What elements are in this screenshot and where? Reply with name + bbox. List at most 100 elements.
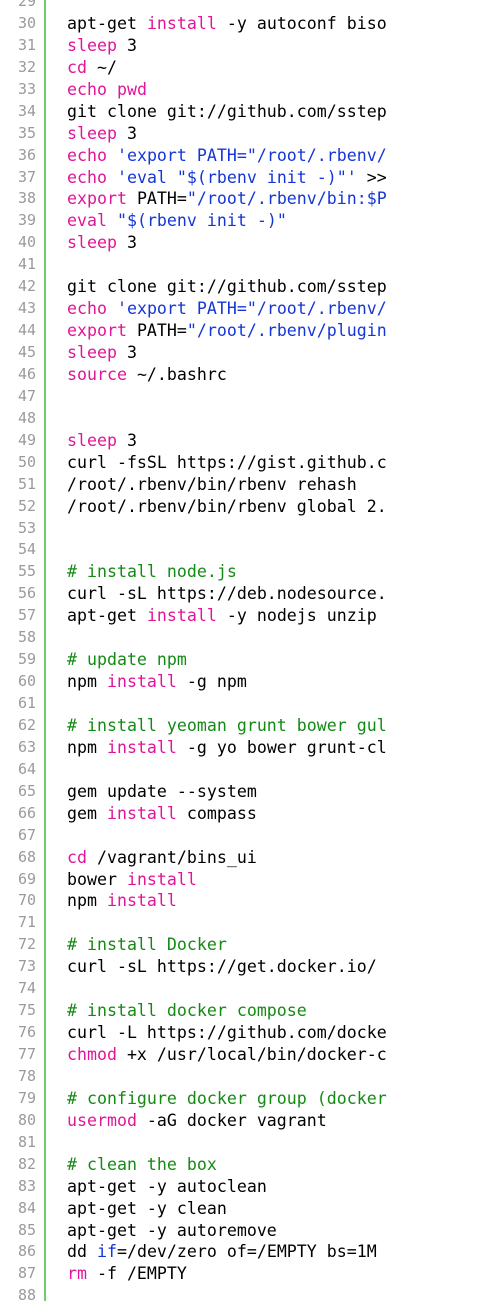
- line-number: 64: [17, 759, 36, 778]
- code-line[interactable]: 59# update npm: [0, 649, 488, 671]
- plain-token: /vagrant/bins_ui: [86, 847, 257, 867]
- plain-token: -y autoconf biso: [216, 13, 387, 33]
- code-line[interactable]: 48: [0, 408, 488, 430]
- keyword-token: usermod: [67, 1110, 137, 1130]
- code-text: export PATH="/root/.rbenv/bin:$P: [67, 188, 387, 210]
- line-number: 78: [17, 1066, 36, 1085]
- code-line[interactable]: 58: [0, 627, 488, 649]
- code-line[interactable]: 61: [0, 693, 488, 715]
- code-line[interactable]: 38 export PATH="/root/.rbenv/bin:$P: [0, 188, 488, 210]
- plain-token: [107, 168, 117, 187]
- code-line[interactable]: 82 # clean the box: [0, 1154, 488, 1176]
- keyword-token: sleep: [67, 343, 117, 362]
- code-line[interactable]: 47: [0, 386, 488, 408]
- line-number: 47: [17, 386, 36, 405]
- line-number: 66: [17, 803, 36, 822]
- keyword-token: install: [146, 13, 217, 33]
- code-line[interactable]: 74: [0, 978, 488, 1000]
- code-line[interactable]: 75# install docker compose: [0, 1000, 488, 1022]
- line-number: 31: [17, 35, 36, 54]
- code-text: curl -sL https://get.docker.io/: [67, 956, 377, 978]
- plain-token: curl -sL https://get.docker.io/: [67, 957, 377, 977]
- line-number: 54: [17, 540, 36, 559]
- plain-token: /root/.rbenv/bin/rbenv global 2.: [67, 496, 387, 516]
- plain-token: git clone git://github.com/sstep: [67, 277, 387, 297]
- code-line[interactable]: 79# configure docker group (docker: [0, 1088, 488, 1110]
- plain-token: -g npm: [176, 672, 247, 692]
- code-line[interactable]: 80 usermod -aG docker vagrant: [0, 1110, 488, 1132]
- code-text: usermod -aG docker vagrant: [67, 1110, 327, 1132]
- code-line[interactable]: 71: [0, 912, 488, 934]
- code-line[interactable]: 78: [0, 1066, 488, 1088]
- code-line[interactable]: 53: [0, 518, 488, 540]
- code-text: bower install: [67, 869, 197, 891]
- line-number: 80: [17, 1110, 36, 1129]
- plain-token: npm: [67, 672, 107, 692]
- code-line[interactable]: 67: [0, 825, 488, 847]
- code-line[interactable]: 64: [0, 759, 488, 781]
- code-line[interactable]: 29: [0, 0, 488, 13]
- plain-token: -aG docker vagrant: [136, 1110, 327, 1130]
- code-line[interactable]: 62# install yeoman grunt bower gul: [0, 715, 488, 737]
- code-line[interactable]: 52/root/.rbenv/bin/rbenv global 2.: [0, 496, 488, 518]
- code-line[interactable]: 54: [0, 539, 488, 561]
- code-text: # clean the box: [67, 1154, 217, 1176]
- line-number: 55: [17, 562, 36, 581]
- code-line[interactable]: 41: [0, 254, 488, 276]
- code-line[interactable]: 72# install Docker: [0, 934, 488, 956]
- code-line[interactable]: 81: [0, 1132, 488, 1154]
- keyword-token: sleep: [67, 430, 117, 450]
- code-text: # configure docker group (docker: [67, 1088, 387, 1110]
- line-number: 72: [17, 935, 36, 954]
- line-number: 51: [17, 474, 36, 493]
- code-line[interactable]: 51/root/.rbenv/bin/rbenv rehash: [0, 474, 488, 496]
- line-number: 60: [17, 672, 36, 691]
- line-number: 38: [17, 189, 36, 208]
- line-number: 37: [17, 167, 36, 186]
- plain-token: npm: [67, 891, 107, 911]
- plain-token: -y nodejs unzip: [216, 606, 377, 626]
- line-number: 30: [17, 13, 36, 32]
- plain-token: [107, 299, 117, 318]
- code-line[interactable]: 55# install node.js: [0, 561, 488, 583]
- plain-token: PATH=: [126, 321, 187, 341]
- code-line[interactable]: 88: [0, 1285, 488, 1301]
- line-number: 82: [17, 1154, 36, 1173]
